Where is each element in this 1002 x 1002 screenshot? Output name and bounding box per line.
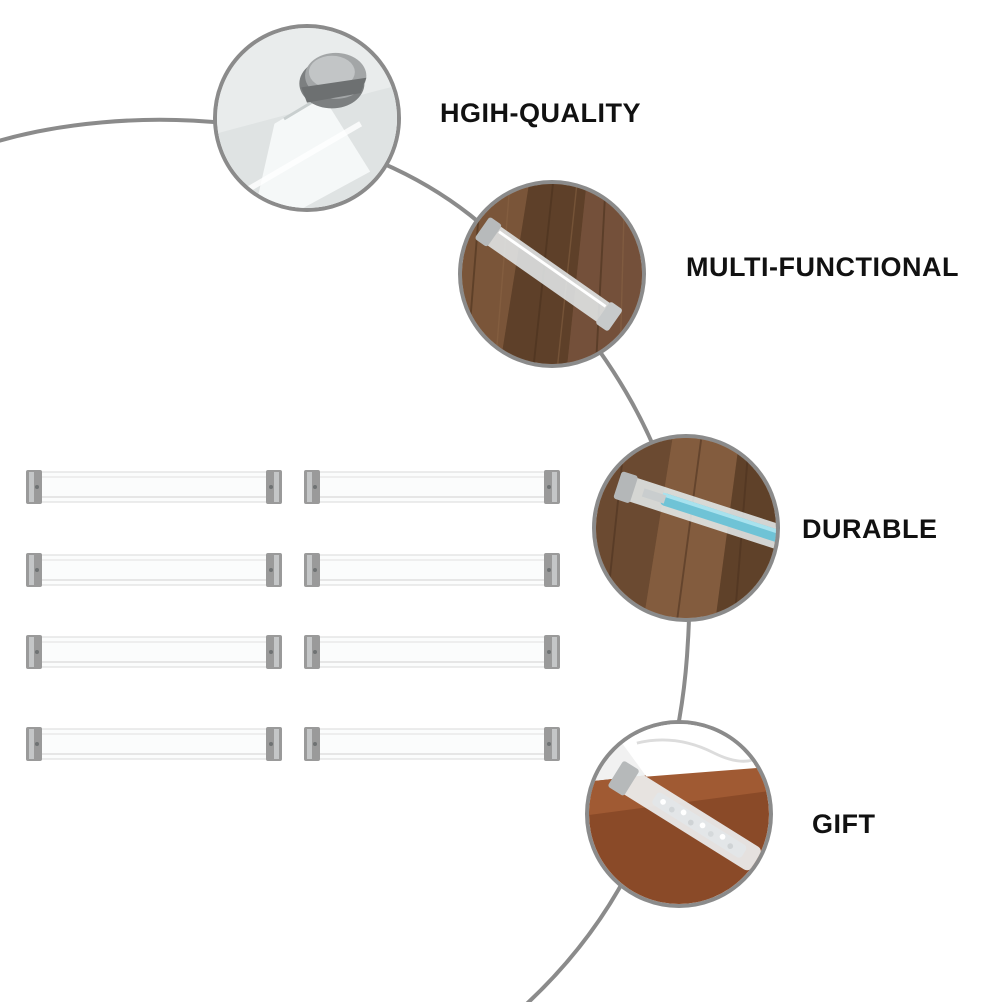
end-cap-photo bbox=[213, 24, 401, 212]
tube-on-wood-photo bbox=[458, 180, 646, 368]
pen-tube bbox=[302, 633, 562, 671]
pen-tube bbox=[302, 551, 562, 589]
pen-tube bbox=[24, 468, 284, 506]
feature-label-gift: GIFT bbox=[812, 809, 876, 839]
gift-pen-photo bbox=[585, 720, 773, 908]
feature-label-durable: DURABLE bbox=[802, 514, 938, 544]
pen-tube bbox=[24, 633, 284, 671]
pen-tube bbox=[302, 725, 562, 763]
pen-tube bbox=[24, 725, 284, 763]
crystal-pen-photo bbox=[592, 434, 780, 622]
feature-label-multi: MULTI-FUNCTIONAL bbox=[686, 252, 959, 282]
feature-label-quality: HGIH-QUALITY bbox=[440, 98, 641, 128]
pen-tube bbox=[302, 468, 562, 506]
pen-tube bbox=[24, 551, 284, 589]
